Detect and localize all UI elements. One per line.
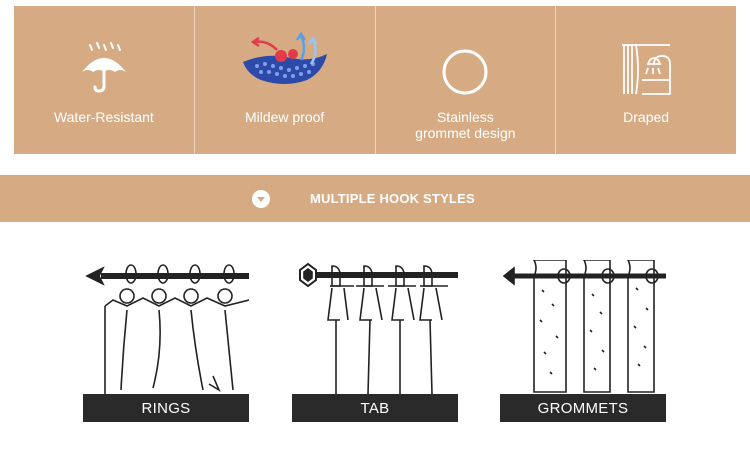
feature-draped: Draped	[555, 6, 736, 154]
tab-curtain-icon	[299, 262, 458, 394]
shower-curtain-icon	[622, 44, 672, 95]
ring-circle-icon	[442, 49, 488, 95]
feature-label: Mildew proof	[244, 109, 325, 125]
hook-style-caption: TAB	[292, 394, 458, 422]
hook-style-caption: RINGS	[83, 394, 249, 422]
feature-water-resistant: Water-Resistant	[14, 6, 194, 154]
feature-label: Water-Resistant	[53, 109, 154, 125]
umbrella-rain-icon	[81, 42, 126, 93]
feature-mildew-proof: Mildew proof	[193, 6, 375, 154]
rings-curtain-icon	[85, 264, 249, 394]
features-panel: Water-Resistant Mildew proof	[14, 6, 736, 154]
feature-label: Draped	[623, 109, 670, 125]
chevron-down-circle-icon	[252, 190, 270, 208]
hook-style-caption: GROMMETS	[500, 394, 666, 422]
section-title: MULTIPLE HOOK STYLES	[310, 191, 475, 206]
grommets-curtain-icon	[502, 260, 666, 393]
fabric-breathable-icon	[242, 31, 327, 84]
section-banner: MULTIPLE HOOK STYLES	[0, 175, 750, 222]
